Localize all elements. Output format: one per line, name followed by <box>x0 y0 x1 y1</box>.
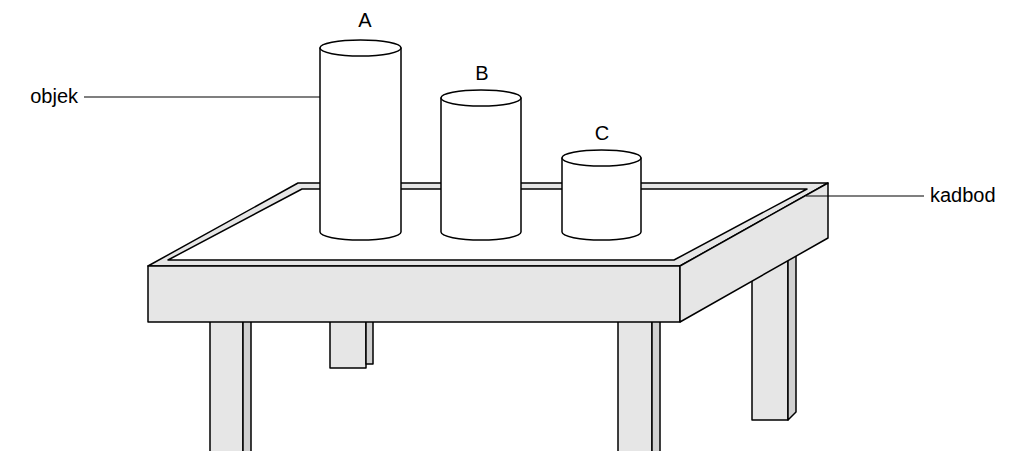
leader-line <box>806 195 924 196</box>
part-label: kadbod <box>930 184 996 206</box>
table-leg <box>210 310 251 451</box>
cylinder <box>320 40 401 240</box>
table-front <box>148 266 680 322</box>
leader-line <box>84 96 320 97</box>
cylinder <box>441 90 521 240</box>
object-letter: C <box>595 122 609 144</box>
object-letter: B <box>475 62 488 84</box>
table-leg <box>618 310 660 451</box>
cylinder <box>562 150 641 240</box>
part-label: objek <box>30 85 78 107</box>
object-letter: A <box>358 9 371 31</box>
